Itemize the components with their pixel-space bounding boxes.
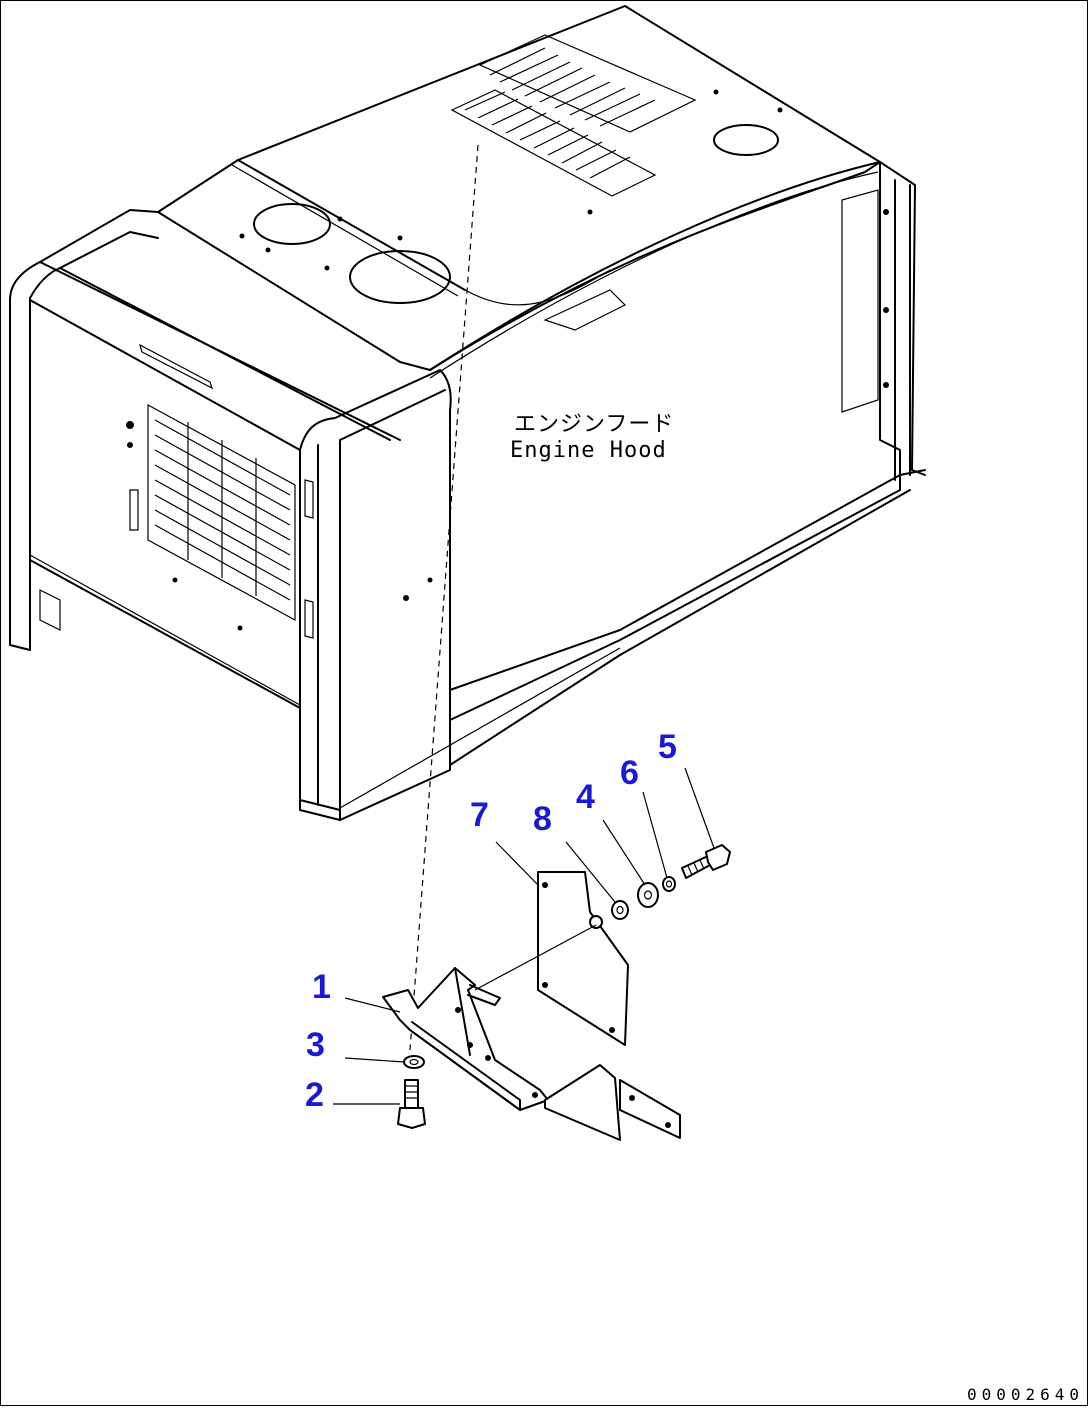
callout-3: 3 (306, 1026, 325, 1064)
callout-8: 8 (533, 800, 552, 838)
callout-7: 7 (470, 796, 489, 834)
callout-4: 4 (576, 778, 595, 816)
drawing-number: 00002640 (966, 1385, 1084, 1404)
engine-hood-label: エンジンフード Engine Hood (510, 412, 674, 464)
callout-5: 5 (658, 728, 677, 766)
callout-2: 2 (305, 1076, 324, 1114)
callout-1: 1 (312, 968, 331, 1006)
engine-hood-label-en: Engine Hood (510, 438, 667, 463)
callout-6: 6 (620, 754, 639, 792)
engine-hood-drawing (9, 5, 926, 1051)
engine-hood-label-jp: エンジンフード (514, 412, 675, 437)
bracket-assembly (333, 767, 731, 1141)
